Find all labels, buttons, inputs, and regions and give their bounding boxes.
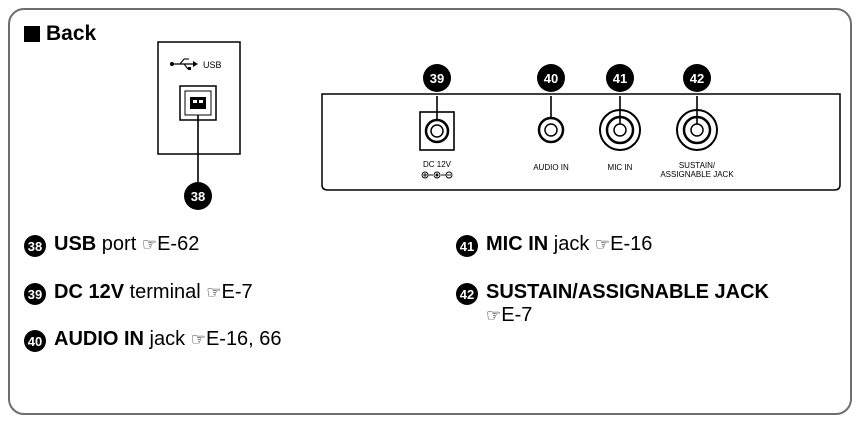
heading-square-icon xyxy=(24,26,40,42)
number-badge: 38 xyxy=(24,235,46,257)
item-name: USB xyxy=(54,233,97,255)
item-ref: E-16, 66 xyxy=(205,328,282,350)
audio-in-label: AUDIO IN xyxy=(533,163,569,172)
usb-port-icon xyxy=(179,85,217,121)
sustain-label-2: ASSIGNABLE JACK xyxy=(660,170,734,179)
item-ref: E-7 xyxy=(501,304,533,326)
usb-panel-outline xyxy=(157,41,241,155)
section-frame xyxy=(8,8,852,415)
list-item: 38 USB port ☞E-62 xyxy=(24,233,199,257)
callout-41: 41 xyxy=(606,64,634,92)
mic-in-label: MIC IN xyxy=(608,163,633,172)
pointing-hand-icon: ☞ xyxy=(206,283,222,302)
item-name: SUSTAIN/ASSIGNABLE JACK xyxy=(486,281,769,303)
item-suffix: port xyxy=(96,233,137,255)
svg-text:42: 42 xyxy=(690,71,704,86)
svg-text:41: 41 xyxy=(613,71,627,86)
pointing-hand-icon: ☞ xyxy=(141,235,158,254)
callout-42: 42 xyxy=(683,64,711,92)
audio-in-jack-icon xyxy=(537,116,565,144)
section-title: Back xyxy=(46,22,97,45)
number-badge: 39 xyxy=(24,283,46,305)
number-badge: 41 xyxy=(456,235,478,257)
rear-panel-outline xyxy=(321,93,841,191)
number-badge: 40 xyxy=(24,330,46,352)
svg-text:40: 40 xyxy=(544,71,558,86)
pointing-hand-icon: ☞ xyxy=(486,306,502,325)
list-item: 41 MIC IN jack ☞E-16 xyxy=(456,233,652,257)
item-suffix: terminal xyxy=(124,281,201,303)
svg-text:39: 39 xyxy=(430,71,444,86)
usb-trident-icon xyxy=(170,58,198,70)
item-name: AUDIO IN xyxy=(54,328,144,350)
callout-38: 38 xyxy=(184,182,212,210)
item-suffix: jack xyxy=(548,233,590,255)
list-item: 42 SUSTAIN/ASSIGNABLE JACK ☞E-7 xyxy=(456,281,769,327)
callout-40: 40 xyxy=(537,64,565,92)
list-item: 39 DC 12V terminal ☞E-7 xyxy=(24,281,253,305)
callout-39: 39 xyxy=(423,64,451,92)
usb-label: USB xyxy=(203,60,222,70)
item-suffix: jack xyxy=(144,328,186,350)
item-ref: E-62 xyxy=(157,233,200,255)
sustain-label-1: SUSTAIN/ xyxy=(679,161,716,170)
list-item: 40 AUDIO IN jack ☞E-16, 66 xyxy=(24,328,282,352)
dc-label: DC 12V xyxy=(423,160,452,169)
item-ref: E-16 xyxy=(610,233,653,255)
item-name: MIC IN xyxy=(486,233,549,255)
pointing-hand-icon: ☞ xyxy=(190,330,206,349)
section-heading: Back xyxy=(24,22,96,46)
item-ref: E-7 xyxy=(221,281,253,303)
svg-text:38: 38 xyxy=(191,189,205,204)
pointing-hand-icon: ☞ xyxy=(594,235,611,254)
dc-polarity-icon xyxy=(421,171,453,179)
number-badge: 42 xyxy=(456,283,478,305)
item-name: DC 12V xyxy=(54,281,125,303)
